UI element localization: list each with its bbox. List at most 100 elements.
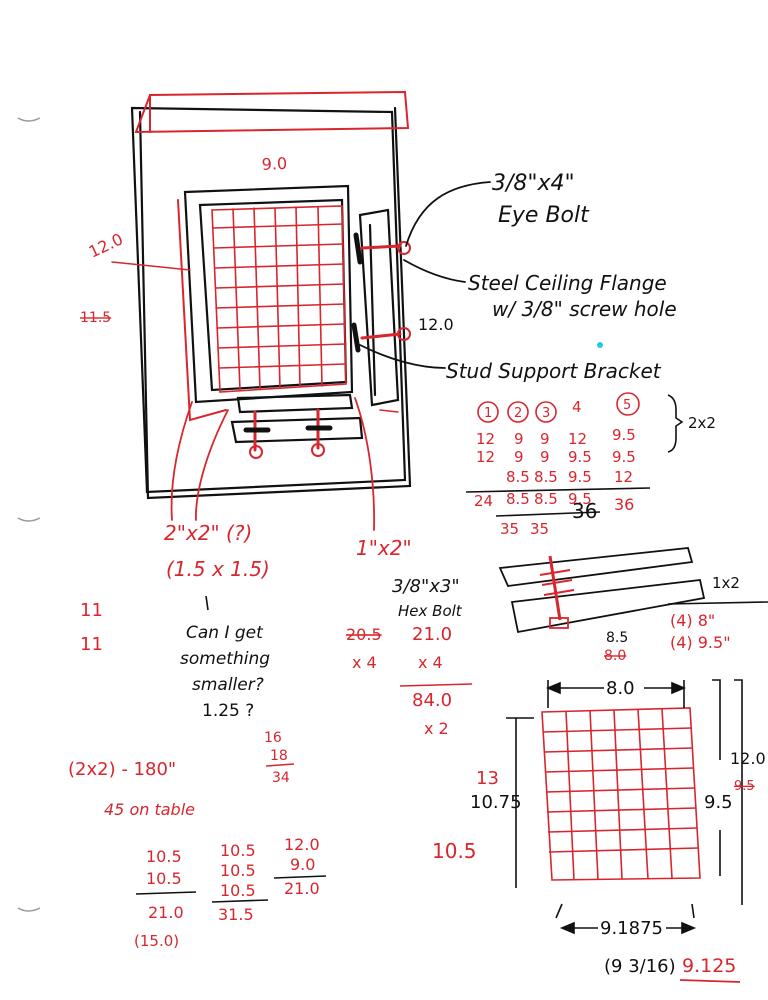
grid-top-new: 8.5 [606,630,628,646]
sum2-rule [211,899,269,903]
leader-2x2-a [170,401,193,521]
cyan-dot [597,342,603,348]
cut-group-label: 2x2 [688,414,716,432]
steel-flanges [243,232,363,433]
hex-calc-a: 21.0 [412,624,452,645]
leader-2x2-b [195,409,229,521]
lumber-total-label: (2x2) - 180" [68,759,176,780]
cut-table-rule [465,487,651,493]
grid-right-outer-dim [734,679,743,905]
top-sketch [111,90,491,531]
hex-bolt-sketch [498,547,706,634]
leader-1x2 [354,397,376,531]
bracket-leader [359,344,446,369]
grid-left-dim-line [506,717,534,888]
hex-calc-old: 20.5 [346,625,382,644]
cut-total-4: 9.5 [568,490,592,508]
right-height-label: 12.0 [418,315,454,334]
eyebolt-1-eye [397,241,411,255]
grid-bottom-dim: 9.1875 [600,918,663,939]
list-1x2-item-1: (4) 8" [670,611,715,630]
cut-r2-c1: 12 [476,448,495,466]
bracket-label: Stud Support Bracket [446,359,662,383]
top-grid [211,205,347,393]
sum2-b: 10.5 [220,861,256,880]
cut-r1-c2: 9 [514,430,524,448]
list-1x2-item-2: (4) 9.5" [670,633,731,652]
hex-bolt-upper-board [498,547,694,587]
hex-bolt-name-label: Hex Bolt [398,602,463,620]
hex-times2: x 2 [424,719,449,738]
outer-frame [130,106,407,494]
cut-r1-c5: 9.5 [612,426,636,444]
list-1x2-rule [667,601,768,605]
grid-right-outer: 12.0 [730,749,766,768]
binder-hole-3 [17,907,41,912]
cut-r3-c3: 8.5 [534,468,558,486]
sum1-rule [135,891,197,895]
height-leader [111,261,191,271]
cut-table: 1 2 3 4 5 12 9 9 12 9.5 12 9 9 9.5 9.5 8… [465,392,716,538]
binder-hole-2 [17,517,41,522]
hex-bolt-lower-board [510,579,706,634]
cut-r3-c2: 8.5 [506,468,530,486]
cut-table-header-circles [477,392,640,423]
cut-header-5: 5 [623,398,631,413]
sum3-rule [273,875,327,879]
sum1-b: 10.5 [146,869,182,888]
cut-header-3: 3 [542,406,550,421]
eyebolt-2-eye [397,327,411,341]
note-line-2: something [180,649,270,669]
cut-total-2: 8.5 [506,490,530,508]
note-line-1: Can I get [186,623,264,643]
sum2-total: 31.5 [218,905,254,924]
grid-drawing [506,679,743,935]
grid-bottom-final: 9.125 [682,955,736,977]
flange-label-line1: Steel Ceiling Flange [468,271,667,295]
note-stack-b: 18 [270,748,288,764]
hex-bolt-threads [539,569,575,596]
grid-bottom-arrow-right [681,921,697,935]
cut-header-1: 1 [484,406,492,421]
cut-coltotal-3: 36 [572,499,597,523]
cut-total-1: 24 [474,492,493,510]
right-post-line [368,223,377,397]
grid-bottom-frac: (9 3/16) [604,956,676,977]
note-line-3: smaller? [192,675,264,695]
note-line-4: 1.25 ? [202,701,254,721]
top-height-label: 12.0 [86,229,126,261]
grid-right-dim-line [712,679,721,876]
hex-mult-a: x 4 [352,653,377,672]
binder-hole-marks [17,117,41,912]
top-height-old-label: 11.5 [80,310,111,326]
grid-top-old: 8.0 [604,648,626,664]
tick-mark-1: 11 [80,600,103,621]
lumber-2x2-actual-label: (1.5 x 1.5) [166,557,270,581]
top-beam [134,90,410,134]
lumber-2x2-label: 2"x2" (?) [164,521,252,545]
grid-drawing-dimensions [506,679,743,935]
hex-mult-b: x 4 [418,653,443,672]
grid-bottom-dim-line [555,903,695,929]
grid-bottom-final-underline [679,979,741,983]
cut-total-3: 8.5 [534,490,558,508]
inner-frame [183,184,354,404]
leader-1x2-tip [379,409,399,413]
hex-product: 84.0 [412,690,452,711]
cut-r2-c3: 9 [540,448,550,466]
grid-top-dim: 8.0 [606,678,635,699]
eyebolt-1-shaft [360,244,402,250]
tick-mark-2: 11 [80,634,103,655]
binder-hole-1 [17,117,41,122]
grid-bottom-arrow-left [559,921,575,935]
hex-bolt-shaft [548,555,562,621]
eyebolt-4-eye [311,443,325,457]
grid-left-new: 13 [476,768,499,789]
grid-left-old: 10.75 [470,792,522,813]
note-stack-a: 16 [264,730,282,746]
sum1-a: 10.5 [146,847,182,866]
sum2-a: 10.5 [220,841,256,860]
eyebolt-size-label: 3/8"x4" [492,171,575,196]
grid-right-outer-old: 9.5 [734,779,755,794]
